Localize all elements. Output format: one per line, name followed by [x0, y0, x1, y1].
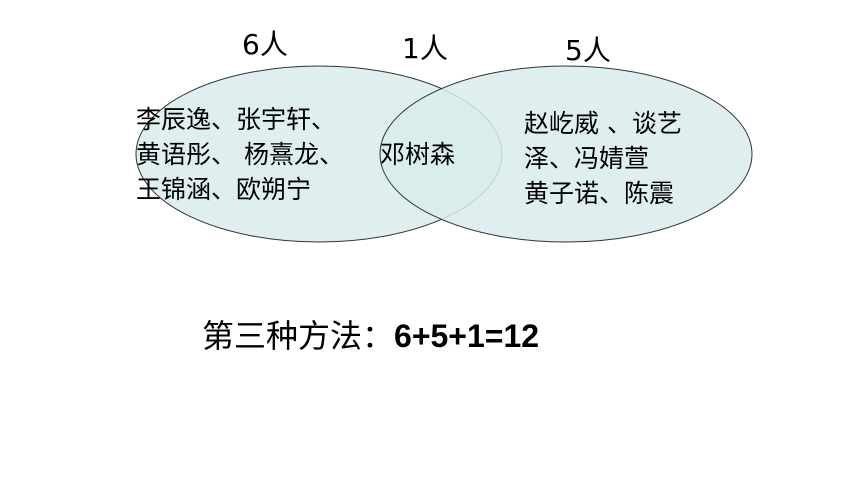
method-expression: 6+5+1=12 [394, 318, 540, 354]
intersection-name-line: 邓树森 [380, 140, 456, 169]
right-set-ellipse [379, 65, 753, 243]
intersection-names: 邓树森 [380, 137, 455, 172]
left-name-line: 李辰逸、张宇轩、 [136, 105, 337, 134]
right-name-line: 黄子诺、陈震 [524, 179, 675, 208]
right-name-line: 泽、冯婧萱 [524, 144, 650, 173]
intersection-count: 1人 [402, 32, 448, 65]
method-formula: 第三种方法：6+5+1=12 [202, 316, 539, 356]
left-name-line: 王锦涵、欧朔宁 [136, 175, 312, 204]
right-set-names: 赵屹威 、谈艺 泽、冯婧萱 黄子诺、陈震 [524, 106, 682, 211]
right-name-line: 赵屹威 、谈艺 [524, 109, 682, 138]
left-name-line: 黄语彤、 杨熹龙、 [136, 140, 344, 169]
right-set-count: 5人 [565, 34, 611, 67]
left-set-names: 李辰逸、张宇轩、 黄语彤、 杨熹龙、 王锦涵、欧朔宁 [136, 102, 344, 207]
left-set-count: 6人 [242, 28, 288, 61]
method-prefix: 第三种方法： [202, 317, 395, 355]
